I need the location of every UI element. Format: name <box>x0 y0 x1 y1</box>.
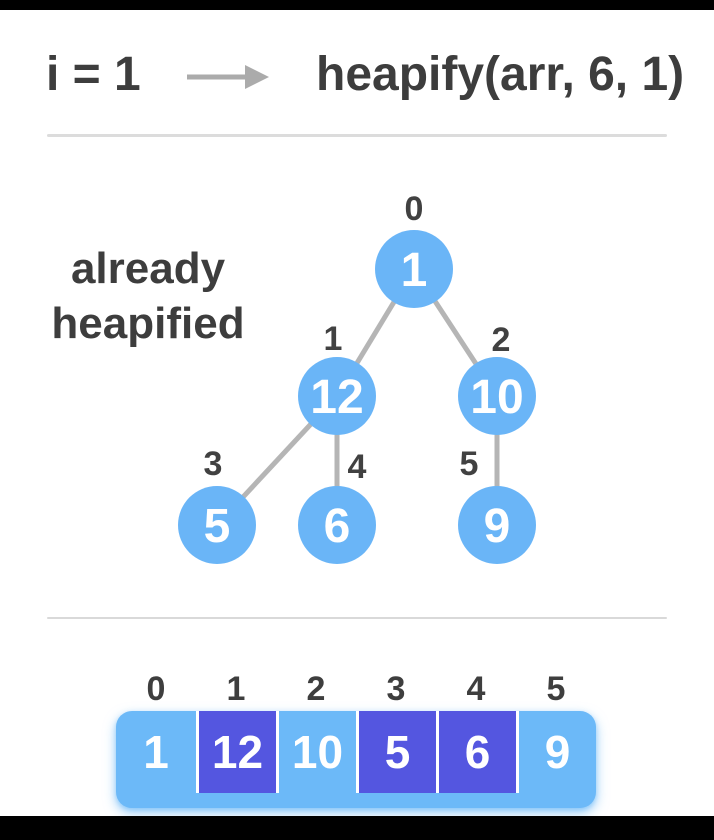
node-value-2: 10 <box>470 371 523 424</box>
array-cell-4: 6 <box>436 711 516 793</box>
node-value-0: 1 <box>401 244 428 297</box>
node-index-2: 2 <box>492 321 511 359</box>
array-cell-3: 5 <box>356 711 436 793</box>
node-value-3: 5 <box>204 500 231 553</box>
node-index-1: 1 <box>324 320 343 358</box>
node-index-4: 4 <box>348 448 367 486</box>
array-index-1: 1 <box>226 670 246 708</box>
array-cell-5: 9 <box>516 711 596 793</box>
array-cell-0: 1 <box>143 726 169 778</box>
divider-top <box>47 134 667 137</box>
node-index-3: 3 <box>204 445 223 483</box>
array-index-4: 4 <box>466 670 486 708</box>
tree-node-4 <box>298 486 376 564</box>
tree-node-5 <box>458 486 536 564</box>
array-cell-1: 12 <box>196 711 276 793</box>
array-index-row: 0 1 2 3 4 5 <box>116 672 596 706</box>
annotation-line-2: heapified <box>51 299 245 348</box>
right-arrow-icon <box>187 65 269 89</box>
divider-bottom <box>47 617 667 619</box>
array-bar: 1 12 10 5 6 9 <box>116 711 596 808</box>
letterbox-bottom <box>0 816 714 840</box>
array-index-0: 0 <box>146 670 166 708</box>
array-index-5: 5 <box>546 670 566 708</box>
tree-node-3 <box>178 486 256 564</box>
node-value-4: 6 <box>324 500 351 553</box>
tree-node-2 <box>458 357 536 435</box>
array-index-2: 2 <box>306 670 326 708</box>
heapify-call-label: heapify(arr, 6, 1) <box>316 48 685 101</box>
array-cell-2: 10 <box>276 711 356 793</box>
tree-node-1 <box>298 357 376 435</box>
letterbox-top <box>0 0 714 10</box>
annotation-line-1: already <box>70 244 226 293</box>
iterator-label: i = 1 <box>46 48 141 101</box>
array-index-3: 3 <box>386 670 406 708</box>
node-index-0: 0 <box>405 190 424 228</box>
node-value-5: 9 <box>484 500 511 553</box>
node-index-5: 5 <box>460 445 479 483</box>
node-value-1: 12 <box>310 371 363 424</box>
already-heapified-annotation: already heapified <box>38 241 258 351</box>
heap-tree: 0 1 2 3 4 5 1 12 10 5 6 9 <box>178 190 536 564</box>
tree-node-0 <box>375 230 453 308</box>
